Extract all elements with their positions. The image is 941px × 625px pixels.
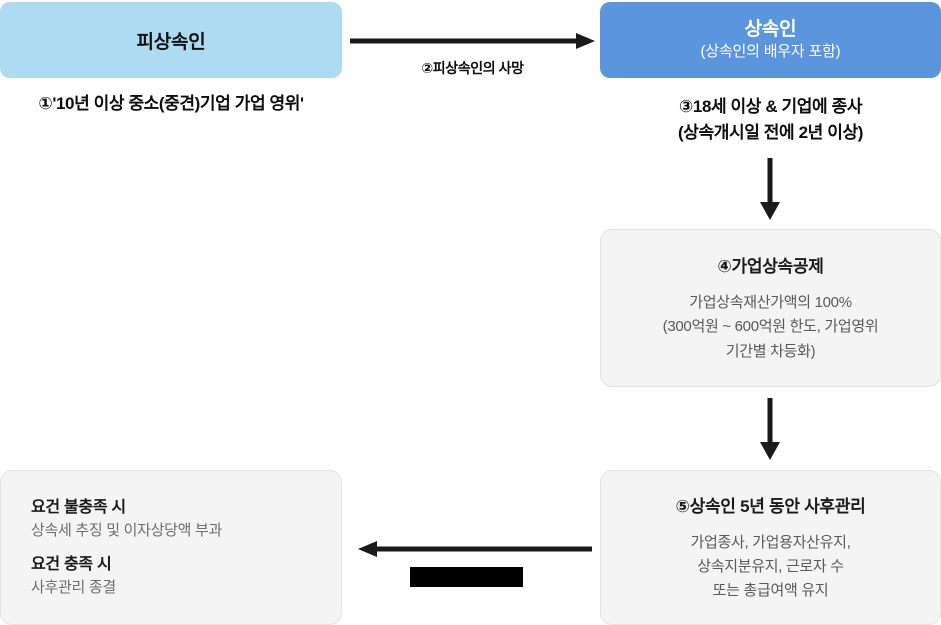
caption-heir-condition-line2: (상속개시일 전에 2년 이상) (678, 122, 863, 142)
redacted-label-bar (410, 567, 523, 587)
arrow-death-label: ②피상속인의 사망 (421, 60, 524, 76)
node-followup-management-body: 가업종사, 가업용자산유지, 상속지분유지, 근로자 수 또는 총급여액 유지 (690, 531, 850, 604)
node-heir-subtitle: (상속인의 배우자 포함) (700, 43, 841, 61)
node-outcome-results: 요건 불충족 시 상속세 추징 및 이자상당액 부과 요건 충족 시 사후관리 … (0, 470, 342, 625)
outcome-fail-value: 상속세 추징 및 이자상당액 부과 (31, 522, 222, 539)
node-family-business-deduction-body: 가업상속재산가액의 100% (300억원 ~ 600억원 한도, 가업영위 기… (663, 291, 879, 364)
caption-heir-condition-line1: ③18세 이상 & 기업에 종사 (678, 97, 863, 116)
arrow-heir-to-deduction-down-icon (760, 158, 780, 220)
deduction-body-line1: 가업상속재산가액의 100% (689, 294, 852, 312)
caption-decedent-condition: ①'10년 이상 중소(중견)기업 가업 영위' (38, 94, 304, 113)
node-family-business-deduction: ④가업상속공제 가업상속재산가액의 100% (300억원 ~ 600억원 한도… (600, 229, 941, 387)
caption-heir-condition: ③18세 이상 & 기업에 종사 (상속개시일 전에 2년 이상) (600, 94, 941, 145)
arrow-followup-to-outcome-left-icon (358, 541, 592, 557)
arrow-deduction-to-followup-down-icon (760, 398, 780, 460)
outcome-fail-label: 요건 불충족 시 (31, 499, 126, 516)
outcome-pass-label: 요건 충족 시 (31, 555, 112, 573)
followup-body-line1: 가업종사, 가업용자산유지, (690, 533, 851, 551)
outcome-pass-value: 사후관리 종결 (31, 578, 116, 596)
node-followup-management-title: ⑤상속인 5년 동안 사후관리 (675, 496, 866, 516)
node-followup-management: ⑤상속인 5년 동안 사후관리 가업종사, 가업용자산유지, 상속지분유지, 근… (600, 470, 941, 625)
arrow-death-right-icon (350, 33, 595, 49)
node-decedent: 피상속인 (0, 2, 342, 78)
deduction-body-line2: (300억원 ~ 600억원 한도, 가업영위 (662, 318, 879, 336)
node-heir: 상속인 (상속인의 배우자 포함) (600, 2, 941, 78)
followup-body-line3: 또는 총급여액 유지 (712, 582, 829, 600)
node-family-business-deduction-title: ④가업상속공제 (717, 257, 824, 277)
deduction-body-line3: 기간별 차등화) (725, 342, 816, 360)
node-decedent-title: 피상속인 (136, 31, 206, 53)
node-heir-title: 상속인 (744, 19, 797, 41)
followup-body-line2: 상속지분유지, 근로자 수 (697, 557, 844, 575)
